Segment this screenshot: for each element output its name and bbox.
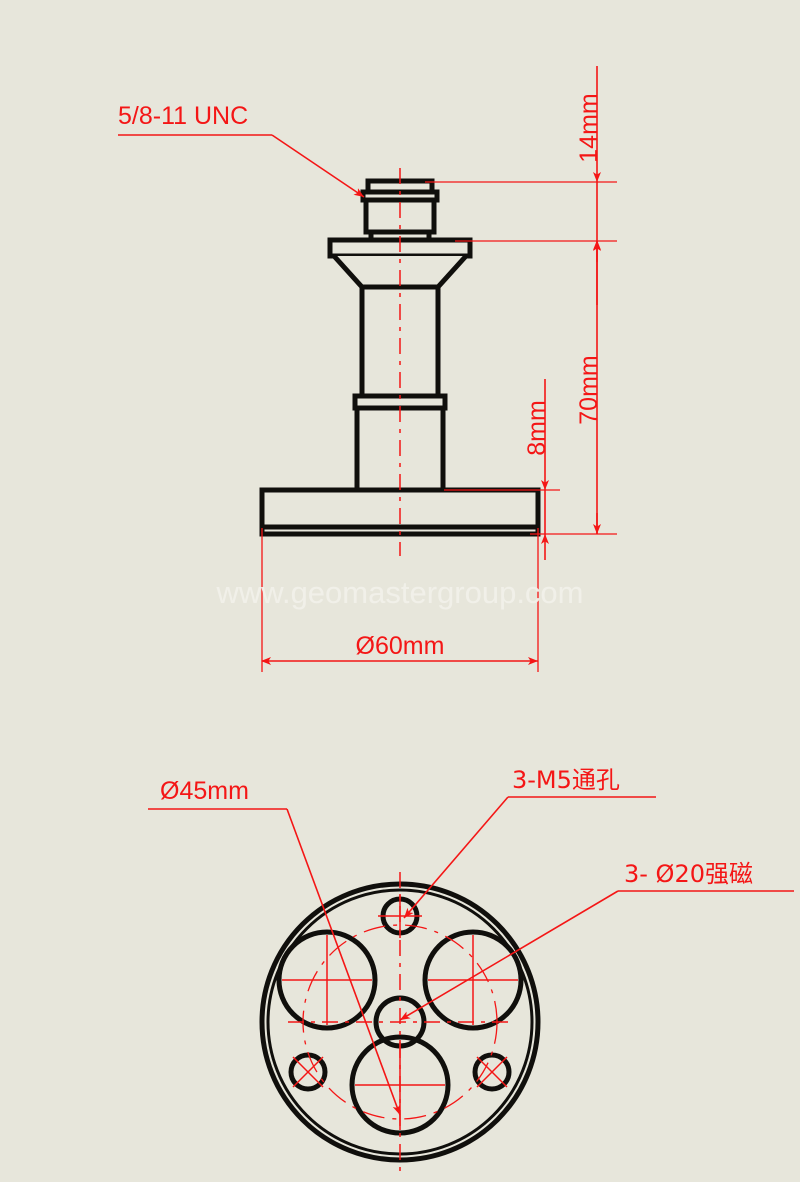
callout-label-45mm: Ø45mm xyxy=(160,777,249,805)
m5-hole-right xyxy=(472,1052,512,1092)
bolt-circle-45 xyxy=(302,924,498,1120)
side-view-part-geometry xyxy=(259,168,541,556)
dimension-thread-height: 14mm xyxy=(575,66,603,305)
bottom-view-centerlines xyxy=(282,872,518,1172)
side-view-dimensions: 14mm 70mm 8mm Ø60mm xyxy=(118,66,617,672)
magnet-circle-left xyxy=(276,929,378,1031)
dimension-base-diameter: Ø60mm xyxy=(261,632,538,665)
bottom-view-callouts: Ø45mm 3-M5通孔 3- Ø20强磁 xyxy=(148,766,794,1116)
callout-label-magnets: 3- Ø20强磁 xyxy=(624,860,753,888)
m5-hole-left xyxy=(288,1052,328,1092)
dimension-label-8mm: 8mm xyxy=(523,400,551,456)
callout-magnets: 3- Ø20强磁 xyxy=(399,860,794,1021)
m5-center-marks xyxy=(292,894,508,1088)
dimension-label-14mm: 14mm xyxy=(575,93,603,162)
callout-label-m5: 3-M5通孔 xyxy=(512,766,620,794)
callout-thread: 5/8-11 UNC xyxy=(118,102,365,198)
callout-label-thread: 5/8-11 UNC xyxy=(118,102,248,130)
watermark: www.geomastergroup.com xyxy=(216,575,584,610)
dimension-label-60mm: Ø60mm xyxy=(356,632,445,660)
callout-bolt-circle: Ø45mm xyxy=(148,777,401,1116)
dimension-label-70mm: 70mm xyxy=(575,355,603,424)
magnet-center-marks xyxy=(282,935,518,1130)
callout-through-holes: 3-M5通孔 xyxy=(403,766,656,919)
magnet-circle-right xyxy=(422,929,524,1031)
dimension-overall-height: 70mm xyxy=(575,240,603,534)
dimension-base-thickness: 8mm xyxy=(523,379,551,560)
